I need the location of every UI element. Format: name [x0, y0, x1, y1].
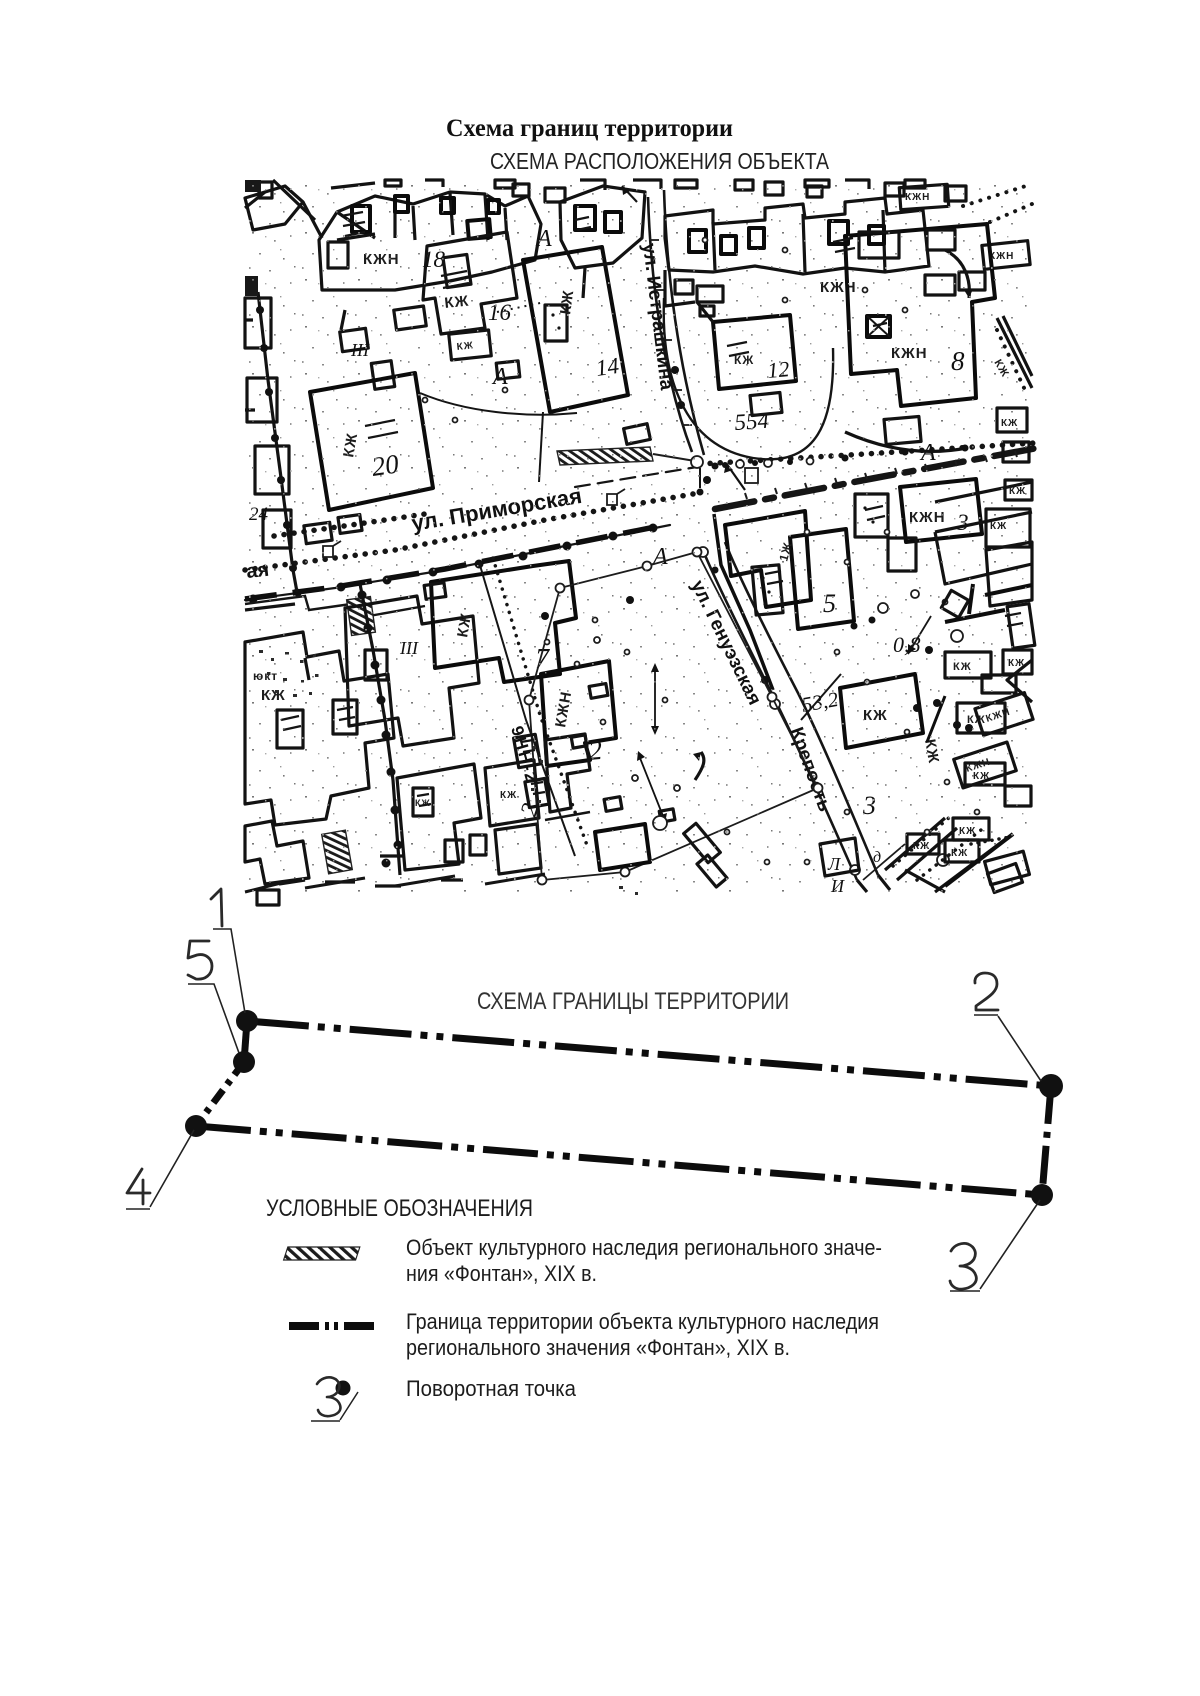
svg-text:Поворотная точка: Поворотная точка: [406, 1376, 577, 1401]
svg-text:Граница территории объекта кул: Граница территории объекта культурного н…: [406, 1309, 879, 1334]
svg-text:регионального значения «Фонтан: регионального значения «Фонтан», XIX в.: [406, 1335, 790, 1360]
svg-text:УСЛОВНЫЕ ОБОЗНАЧЕНИЯ: УСЛОВНЫЕ ОБОЗНАЧЕНИЯ: [266, 1195, 533, 1222]
svg-text:Объект культурного наследия ре: Объект культурного наследия региональног…: [406, 1235, 882, 1260]
svg-text:СХЕМА РАСПОЛОЖЕНИЯ ОБЪЕКТА: СХЕМА РАСПОЛОЖЕНИЯ ОБЪЕКТА: [490, 148, 830, 174]
svg-text:Схема границ территории: Схема границ территории: [446, 115, 733, 142]
svg-text:ния «Фонтан», XIX в.: ния «Фонтан», XIX в.: [406, 1261, 597, 1286]
svg-text:СХЕМА ГРАНИЦЫ ТЕРРИТОРИИ: СХЕМА ГРАНИЦЫ ТЕРРИТОРИИ: [477, 988, 789, 1015]
